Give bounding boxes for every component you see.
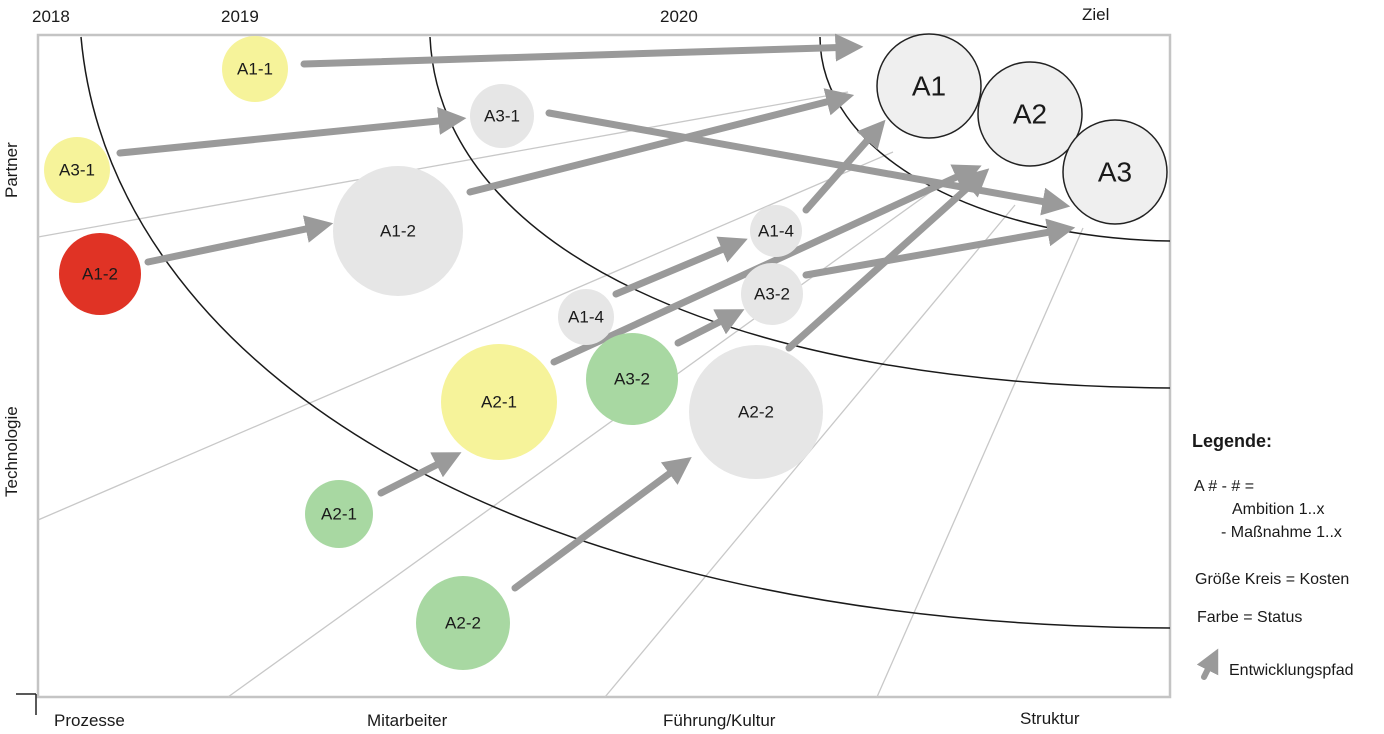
goal-circle-a1 [876, 33, 982, 139]
measure-label-a3-1: A3-1 [484, 107, 520, 126]
year-label-2020: 2020 [660, 7, 698, 26]
measure-label-a3-2: A3-2 [614, 370, 650, 389]
measure-circle-a1-2-gray [333, 166, 463, 296]
development-arrows [116, 33, 1076, 592]
goal-label-a1: A1 [912, 71, 946, 102]
x-axis-label-mitarbeiter: Mitarbeiter [367, 711, 448, 730]
goal-label-a3: A3 [1098, 157, 1132, 188]
legend-path: Entwicklungspfad [1229, 662, 1354, 679]
year-label-2018: 2018 [32, 7, 70, 26]
measure-circle-a2-2-gray [689, 345, 823, 479]
arrow-a2-1-to-a2-1 [377, 452, 462, 497]
goal-circle-a3 [1062, 119, 1168, 225]
measure-circle-a3-1-gray [470, 84, 534, 148]
measure-label-a2-2: A2-2 [445, 614, 481, 633]
legend-massnahme: - Maßnahme 1..x [1221, 524, 1342, 541]
measure-label-a1-4: A1-4 [758, 222, 794, 241]
x-axis-label-prozesse: Prozesse [54, 711, 125, 730]
goal-circle-a2 [977, 61, 1083, 167]
measure-label-a1-4: A1-4 [568, 308, 604, 327]
measure-circle-a1-1-yellow [222, 36, 288, 102]
legend-size: Größe Kreis = Kosten [1195, 571, 1349, 588]
x-axis-label-struktur: Struktur [1020, 709, 1080, 728]
arrow-a1-1-to-a1 [300, 33, 864, 68]
legend-ambition: Ambition 1..x [1232, 501, 1324, 518]
radial-grid-lines [37, 91, 1084, 698]
measure-label-a1-1: A1-1 [237, 60, 273, 79]
arrow-a2-2-to-a2 [785, 168, 990, 352]
legend-title: Legende: [1192, 431, 1272, 451]
plot-frame [36, 33, 1172, 699]
measure-circle-a1-2-red [59, 233, 141, 315]
y-axis-label-partner: Partner [2, 142, 21, 198]
x-axis-label-fuehrung-kultur: Führung/Kultur [663, 711, 776, 730]
measure-label-a3-2: A3-2 [754, 285, 790, 304]
legend-color: Farbe = Status [1197, 609, 1302, 626]
arrow-a2-2-to-a2-2 [511, 456, 692, 592]
measure-label-a1-2: A1-2 [82, 265, 118, 284]
measure-circle-a3-2-green [586, 333, 678, 425]
arrow-a1-2-to-a1-2 [144, 215, 334, 266]
measure-circle-a3-1-yellow [44, 137, 110, 203]
measure-circle-a1-4-gray [750, 205, 802, 257]
year-label-ziel: Ziel [1082, 5, 1109, 24]
measure-label-a2-1: A2-1 [481, 393, 517, 412]
arrow-a3-2-to-a3 [802, 218, 1076, 279]
measure-label-a1-2: A1-2 [380, 222, 416, 241]
legend: Legende: A # - # = Ambition 1..x - Maßna… [1192, 431, 1354, 680]
goal-label-a2: A2 [1013, 99, 1047, 130]
legend-arrow-icon [1196, 648, 1219, 680]
arrow-a3-2-to-a3-2 [674, 309, 745, 347]
measure-label-a2-1: A2-1 [321, 505, 357, 524]
measure-circle-a3-2-gray [741, 263, 803, 325]
measure-label-a2-2: A2-2 [738, 403, 774, 422]
measure-circle-a1-4-gray [558, 289, 614, 345]
arrow-a1-2-to-a1 [466, 88, 855, 196]
arrow-a3-1-to-a3-1 [116, 107, 467, 157]
goal-circles: A1 A2 A3 [876, 33, 1168, 225]
measure-label-a3-1: A3-1 [59, 161, 95, 180]
y-axis-label-technologie: Technologie [2, 406, 21, 497]
arrow-a1-4-to-a1-4 [612, 236, 748, 298]
measure-circle-a2-1-yellow [441, 344, 557, 460]
measure-circle-a2-1-green [305, 480, 373, 548]
arrow-a1-4-to-a1 [802, 119, 886, 214]
measure-circle-a2-2-green [416, 576, 510, 670]
legend-format: A # - # = [1194, 478, 1254, 495]
year-label-2019: 2019 [221, 7, 259, 26]
